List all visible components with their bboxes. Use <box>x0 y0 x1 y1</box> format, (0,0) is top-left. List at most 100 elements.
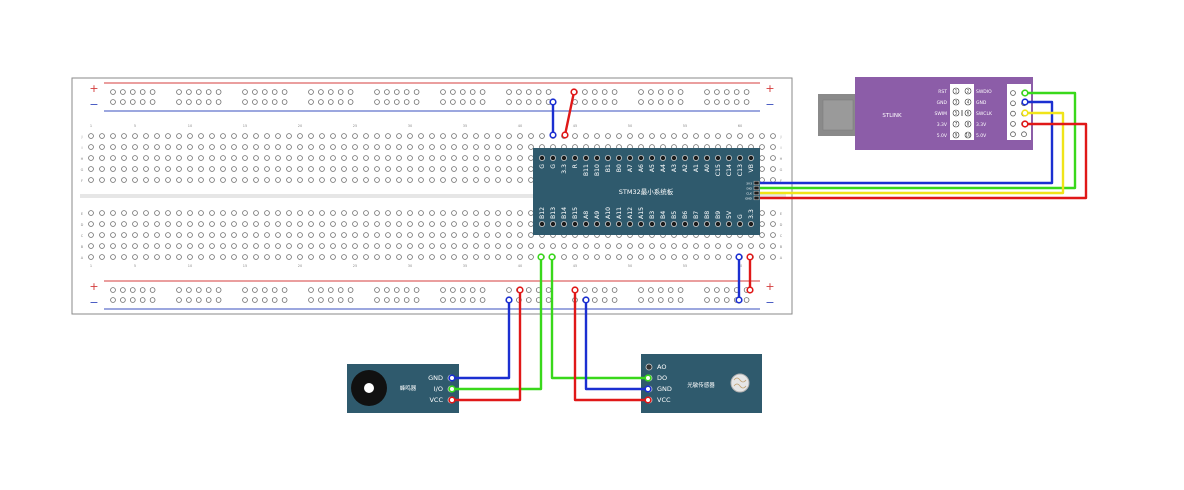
breadboard-hole <box>154 254 160 260</box>
breadboard-hole <box>616 243 622 249</box>
breadboard-hole <box>363 144 369 150</box>
stlink-pin-number: 6 <box>967 111 970 116</box>
breadboard-hole <box>583 254 589 260</box>
breadboard-hole <box>506 243 512 249</box>
buzzer-title: 蜂鸣器 <box>400 384 417 392</box>
breadboard-hole <box>770 133 776 139</box>
breadboard-hole <box>187 166 193 172</box>
stm32-pin-label: B5 <box>671 211 678 219</box>
breadboard-hole <box>120 99 126 105</box>
breadboard-hole <box>110 166 116 172</box>
breadboard-hole <box>611 99 618 105</box>
stlink-right-label: SWCLK <box>976 111 993 117</box>
breadboard-hole <box>545 297 552 303</box>
breadboard-hole <box>88 254 94 260</box>
breadboard-hole <box>352 133 358 139</box>
breadboard-hole <box>261 287 268 293</box>
breadboard-hole <box>220 166 226 172</box>
breadboard-hole <box>594 243 600 249</box>
breadboard-hole <box>143 133 149 139</box>
breadboard-hole <box>88 166 94 172</box>
breadboard-hole <box>413 287 420 293</box>
breadboard-hole <box>196 99 202 105</box>
breadboard-hole <box>393 89 400 95</box>
stm32-pin-label: A2 <box>682 164 689 172</box>
breadboard-hole <box>648 287 654 293</box>
wires <box>452 91 1088 402</box>
breadboard-hole <box>281 287 288 293</box>
breadboard-hole <box>209 144 215 150</box>
breadboard-hole <box>165 166 171 172</box>
breadboard-hole <box>591 287 598 293</box>
breadboard-hole <box>418 221 424 227</box>
breadboard-hole <box>308 177 314 183</box>
breadboard-hole <box>657 287 664 293</box>
breadboard-hole <box>545 89 552 95</box>
wire-endpoint <box>548 253 556 261</box>
breadboard-hole <box>528 210 534 216</box>
breadboard-hole <box>308 210 314 216</box>
stm32-pin-label: C15 <box>715 164 722 176</box>
stlink-label: STLINK <box>882 113 902 119</box>
breadboard-hole <box>723 99 730 105</box>
breadboard-hole <box>396 177 402 183</box>
breadboard-hole <box>120 89 126 95</box>
breadboard-hole <box>407 232 413 238</box>
breadboard-hole <box>429 210 435 216</box>
stm32-pin-label: A15 <box>638 207 645 219</box>
breadboard-hole <box>462 177 468 183</box>
stm32-pin-label: R <box>572 163 579 168</box>
breadboard-hole <box>677 99 684 105</box>
breadboard-hole <box>308 155 314 161</box>
breadboard-hole <box>319 254 325 260</box>
breadboard-hole <box>132 210 138 216</box>
breadboard-hole <box>264 210 270 216</box>
wire-endpoint <box>735 296 743 304</box>
breadboard-hole <box>638 99 644 105</box>
breadboard-hole <box>479 89 486 95</box>
breadboard-hole <box>132 221 138 227</box>
breadboard-hole <box>176 287 182 293</box>
breadboard-hole <box>583 243 589 249</box>
header-pin <box>561 154 568 161</box>
breadboard-hole <box>352 177 358 183</box>
breadboard-hole <box>462 155 468 161</box>
breadboard-hole <box>130 297 136 303</box>
breadboard-hole <box>648 297 654 303</box>
stlink-pin-number: 7 <box>955 122 958 127</box>
wire-endpoint <box>549 98 557 106</box>
header-pin <box>748 154 755 161</box>
breadboard-hole <box>154 232 160 238</box>
breadboard-hole <box>121 232 127 238</box>
breadboard-hole <box>462 144 468 150</box>
breadboard-hole <box>363 243 369 249</box>
breadboard-hole <box>429 232 435 238</box>
breadboard-hole <box>121 166 127 172</box>
breadboard-hole <box>261 297 268 303</box>
breadboard-hole <box>154 177 160 183</box>
stlink-pin <box>964 109 972 117</box>
breadboard-hole <box>715 254 721 260</box>
breadboard-hole <box>459 297 466 303</box>
breadboard-hole <box>88 133 94 139</box>
breadboard-hole <box>242 99 248 105</box>
column-number: 25 <box>353 264 357 268</box>
breadboard-hole <box>319 243 325 249</box>
breadboard-hole <box>297 243 303 249</box>
stm32-pin-label: B3 <box>649 211 656 219</box>
debug-pin <box>753 180 760 186</box>
debug-pin <box>753 185 760 191</box>
header-pin <box>704 154 711 161</box>
stlink-pin <box>952 131 960 139</box>
stlink-right-label: GND <box>976 100 987 106</box>
breadboard-hole <box>539 133 545 139</box>
breadboard-hole <box>572 133 578 139</box>
breadboard-hole <box>385 144 391 150</box>
breadboard-hole <box>407 221 413 227</box>
breadboard-hole <box>407 133 413 139</box>
breadboard-hole <box>264 166 270 172</box>
breadboard-hole <box>484 232 490 238</box>
breadboard-hole <box>110 210 116 216</box>
breadboard-hole <box>88 221 94 227</box>
